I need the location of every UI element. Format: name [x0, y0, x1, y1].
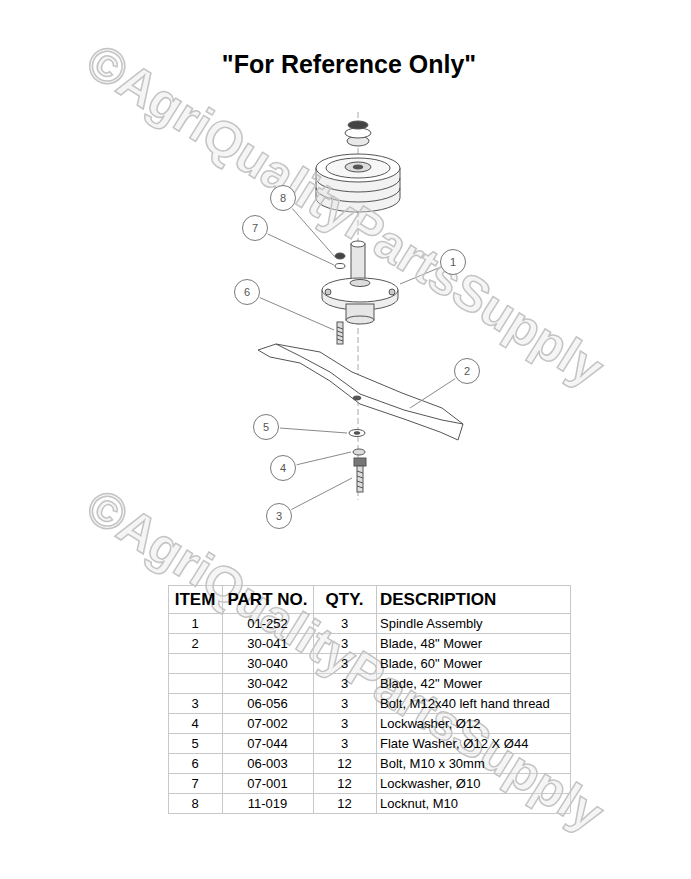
table-cell: 2 [191, 634, 198, 654]
callout-number: 8 [280, 193, 286, 204]
leader-line [268, 234, 334, 265]
table-cell: 3 [341, 694, 348, 714]
callout-circle: 2 [454, 358, 480, 384]
lockwasher [353, 449, 365, 455]
table-rule [168, 585, 169, 813]
mount-hole [325, 289, 331, 295]
callout-circle: 3 [266, 503, 292, 529]
callout-circle: 4 [270, 455, 296, 481]
table-cell: 06-056 [247, 694, 287, 714]
watermark: ©AgriQualityPartsSupply [76, 32, 614, 398]
table-cell: Spindle Assembly [380, 614, 483, 634]
table-cell: 3 [191, 694, 198, 714]
table-cell: Locknut, M10 [380, 794, 458, 814]
table-cell: 11-019 [248, 794, 288, 814]
bolt-thread [337, 327, 343, 341]
bolt [337, 322, 343, 344]
flat-washer [349, 430, 365, 437]
leader-line [280, 428, 347, 433]
table-cell: 06-003 [247, 754, 287, 774]
callout-circle: 6 [234, 279, 260, 305]
table-cell: Flate Washer, Ø12 X Ø44 [380, 734, 528, 754]
blade [258, 344, 463, 440]
lockwasher [335, 264, 345, 269]
table-cell: 7 [191, 774, 198, 794]
bolt-thread [357, 471, 363, 488]
pulley-hub [345, 162, 371, 172]
callout-number: 3 [276, 511, 282, 522]
leader-line [260, 298, 334, 330]
callout-number: 5 [263, 422, 269, 433]
table-cell: 8 [191, 794, 198, 814]
table-cell: Bolt, M10 x 30mm [380, 754, 485, 774]
table-header: QTY. [326, 586, 364, 614]
table-cell: Lockwasher, Ø10 [380, 774, 480, 794]
callout-number: 2 [464, 366, 470, 377]
table-cell: 5 [191, 734, 198, 754]
locknut [335, 253, 345, 259]
table-cell: 12 [337, 794, 351, 814]
table-cell: 07-002 [247, 714, 287, 734]
callout-circle: 8 [270, 185, 296, 211]
table-cell: Blade, 42" Mower [380, 674, 482, 694]
table-cell: 3 [341, 714, 348, 734]
table-header: ITEM [175, 586, 216, 614]
table-header: PART NO. [228, 586, 308, 614]
bolt-head [354, 458, 366, 466]
table-cell: 3 [341, 654, 348, 674]
leader-line [297, 452, 351, 465]
washer-hole [354, 432, 360, 435]
table-header: DESCRIPTION [380, 586, 496, 614]
leader-line [410, 379, 455, 408]
table-cell: Blade, 60" Mower [380, 654, 482, 674]
callout-circle: 7 [242, 215, 268, 241]
table-rule [222, 585, 223, 813]
table-cell: 30-040 [247, 654, 287, 674]
table-rule [168, 713, 570, 714]
table-cell: 3 [341, 674, 348, 694]
table-cell: Blade, 48" Mower [380, 634, 482, 654]
leader-line [291, 478, 352, 510]
nut [348, 121, 368, 129]
bolt [357, 466, 363, 492]
table-rule [168, 813, 570, 814]
callout-circle: 1 [440, 249, 466, 275]
table-cell: 3 [341, 734, 348, 754]
shaft-collar [350, 280, 370, 287]
table-cell: 07-044 [247, 734, 287, 754]
table-cell: 12 [337, 774, 351, 794]
blade-hole [353, 396, 361, 400]
table-cell: 30-042 [247, 674, 287, 694]
title: "For Reference Only" [222, 50, 476, 79]
table-cell: 6 [191, 754, 198, 774]
housing-bottom [346, 316, 374, 324]
callout-number: 6 [244, 287, 250, 298]
mount-hole [389, 289, 395, 295]
callout-number: 1 [450, 257, 456, 268]
pulley-hole [353, 165, 363, 169]
table-cell: 12 [337, 754, 351, 774]
table-cell: 4 [191, 714, 198, 734]
table-cell: Bolt, M12x40 left hand thread [380, 694, 550, 714]
table-cell: 30-041 [247, 634, 287, 654]
callout-circle: 5 [253, 414, 279, 440]
callout-number: 4 [280, 463, 286, 474]
table-cell: 3 [341, 634, 348, 654]
callout-number: 7 [252, 223, 258, 234]
table-cell: 07-001 [247, 774, 287, 794]
table-cell: 1 [191, 614, 198, 634]
table-cell: Lockwasher, Ø12 [380, 714, 480, 734]
blade-bevel [276, 344, 463, 424]
housing-top [322, 278, 398, 302]
table-cell: 3 [341, 614, 348, 634]
table-rule [168, 633, 570, 634]
table-cell: 01-252 [247, 614, 287, 634]
